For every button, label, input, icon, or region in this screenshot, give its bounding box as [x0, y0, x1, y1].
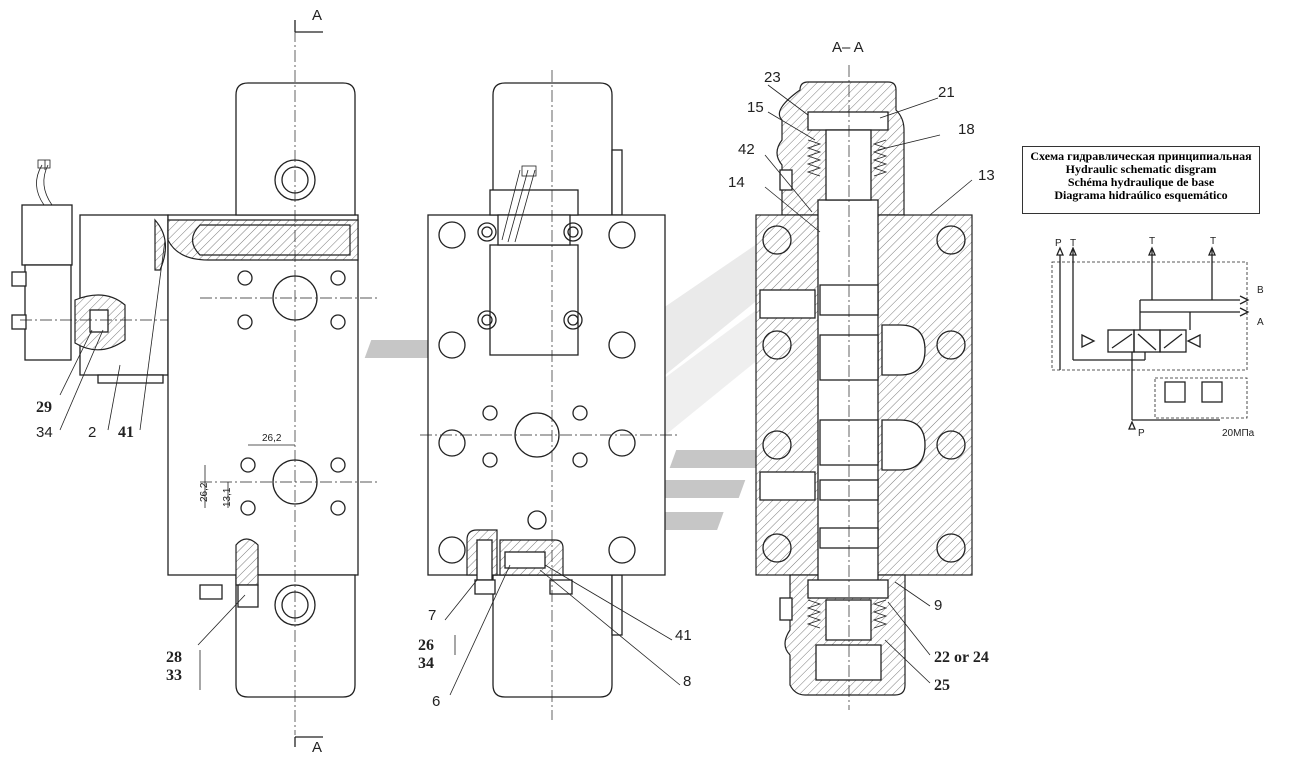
- port-t-top-1: T: [1070, 238, 1076, 249]
- front-view-middle: [420, 70, 680, 720]
- pressure-label: 20МПа: [1222, 428, 1255, 439]
- callout-2: 2: [88, 424, 96, 441]
- callout-6: 6: [432, 693, 440, 710]
- section-marker-bottom: [294, 736, 323, 747]
- dim-26-2-vertical: 26,2: [199, 482, 210, 502]
- section-title-a-a: A– A: [832, 39, 864, 56]
- side-view-left: [11, 30, 380, 735]
- hydraulic-schematic: [1051, 246, 1250, 430]
- callout-23: 23: [764, 69, 781, 86]
- callout-15: 15: [747, 99, 764, 116]
- dim-26-2-horizontal: 26,2: [262, 433, 282, 444]
- callout-26: 26: [418, 637, 434, 654]
- callout-13: 13: [978, 167, 995, 184]
- callout-9: 9: [934, 597, 942, 614]
- schematic-legend-box: Схема гидравлическая принципиальная Hydr…: [1022, 146, 1260, 214]
- callout-42: 42: [738, 141, 755, 158]
- leader-lines-middle: [444, 564, 681, 696]
- legend-russian: Схема гидравлическая принципиальная: [1030, 149, 1252, 163]
- callout-33: 33: [166, 667, 182, 684]
- callout-8: 8: [683, 673, 691, 690]
- callout-28: 28: [166, 649, 182, 666]
- port-b: B: [1257, 285, 1264, 296]
- section-view-a-a: [755, 65, 973, 710]
- callout-25: 25: [934, 677, 950, 694]
- callout-34-middle: 34: [418, 655, 434, 672]
- leader-lines-right: [764, 84, 973, 684]
- section-marker-top: [294, 20, 323, 33]
- legend-english: Hydraulic schematic disgram: [1065, 162, 1217, 176]
- port-t-top-3: T: [1210, 236, 1216, 247]
- dim-13-1-vertical: 13,1: [222, 487, 233, 507]
- legend-french: Schéma hydraulique de base: [1067, 175, 1215, 189]
- callout-34: 34: [36, 424, 53, 441]
- port-p-top: P: [1055, 238, 1062, 249]
- callout-21: 21: [938, 84, 955, 101]
- callout-18: 18: [958, 121, 975, 138]
- callout-14: 14: [728, 174, 745, 191]
- legend-spanish: Diagrama hidraúlico esquemático: [1054, 188, 1228, 202]
- callout-41: 41: [118, 424, 134, 441]
- port-a: A: [1257, 317, 1264, 328]
- section-label-bottom: A: [312, 739, 322, 756]
- callout-7: 7: [428, 607, 436, 624]
- leader-lines-left: [59, 239, 246, 690]
- callout-22-or-24: 22 or 24: [934, 649, 989, 666]
- callout-29: 29: [36, 399, 52, 416]
- port-p-bottom: P: [1138, 428, 1145, 439]
- port-t-top-2: T: [1149, 236, 1155, 247]
- section-label-top: A: [312, 7, 322, 24]
- callout-41-middle: 41: [675, 627, 692, 644]
